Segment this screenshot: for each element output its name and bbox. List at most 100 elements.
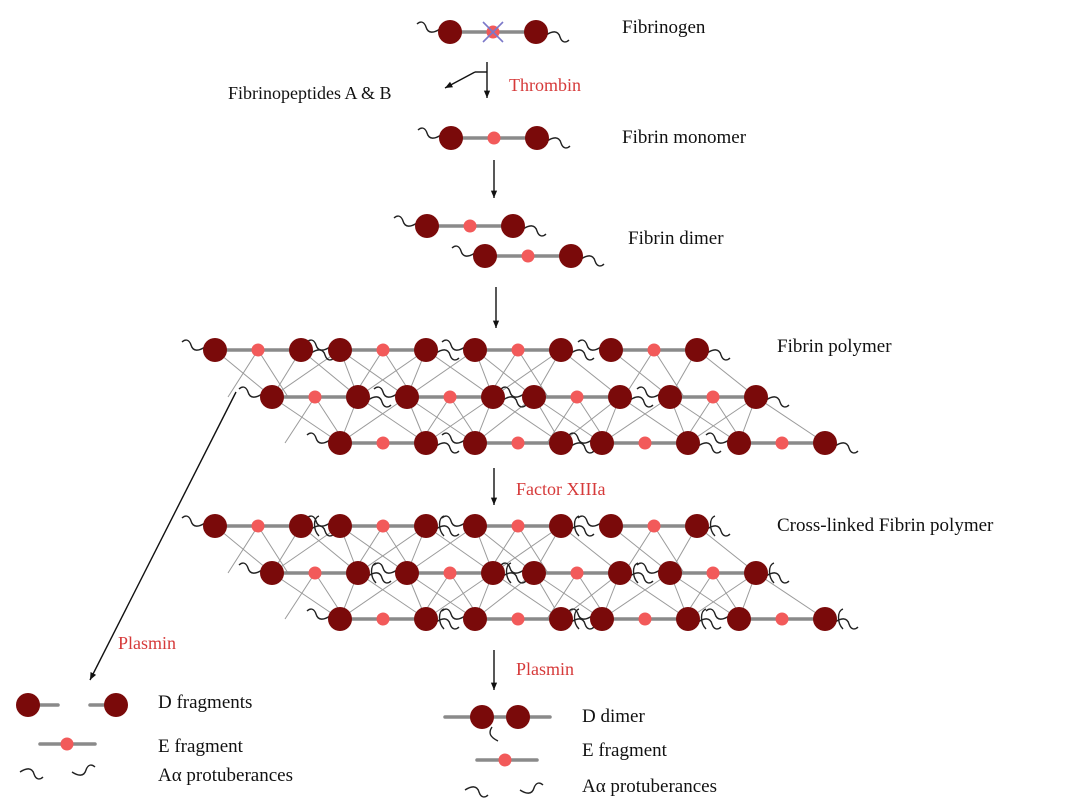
alpha-c-tail <box>181 339 206 351</box>
lattice-line <box>755 572 826 620</box>
d-domain <box>658 561 682 585</box>
cross-link-curl <box>700 608 707 630</box>
lattice-line <box>474 572 535 620</box>
alpha-c-tail <box>834 442 859 454</box>
alpha-c-tail <box>570 618 595 630</box>
alpha-c-tail <box>306 339 331 351</box>
lattice-line <box>227 525 259 574</box>
e-domain <box>60 737 74 751</box>
lattice-line <box>474 349 535 398</box>
alpha-c-tail <box>706 349 731 361</box>
lattice-line <box>425 525 494 574</box>
arrow-head <box>490 497 498 505</box>
d-domain <box>438 20 462 44</box>
d-domain <box>346 561 370 585</box>
alpha-c-tail <box>629 572 654 584</box>
d-domain <box>727 431 751 455</box>
lattice-line <box>339 525 408 574</box>
lattice-line <box>339 349 408 398</box>
e-domain <box>511 612 525 626</box>
d-dimer-link <box>489 726 499 742</box>
e-domain <box>376 612 390 626</box>
d-domain <box>599 514 623 538</box>
fibrinopeptides-label: Fibrinopeptides A & B <box>228 83 392 103</box>
alpha-c-tail <box>636 562 661 574</box>
d-domain <box>506 705 530 729</box>
alpha-c-tail <box>310 525 335 537</box>
e-domain <box>251 519 265 533</box>
d-domain <box>414 514 438 538</box>
e-domain <box>638 436 652 450</box>
d-domain <box>685 338 709 362</box>
alpha-c-tail <box>500 386 525 398</box>
alpha-c-tail <box>570 349 595 361</box>
alpha-c-tail <box>580 255 605 267</box>
alpha-c-tail <box>451 245 476 257</box>
plasmin-left-label: Plasmin <box>118 633 177 653</box>
lattice-line <box>610 349 671 398</box>
lattice-line <box>425 349 494 398</box>
d-domain <box>260 561 284 585</box>
lattice-line <box>406 396 476 444</box>
d-domain <box>414 338 438 362</box>
d-domain <box>104 693 128 717</box>
arrows <box>89 62 500 690</box>
e-domain <box>308 566 322 580</box>
lattice-line <box>533 572 603 620</box>
e-domain <box>511 436 525 450</box>
lattice-line <box>560 572 621 620</box>
d-domain <box>685 514 709 538</box>
lattice-line <box>425 396 494 444</box>
e-domain <box>775 436 789 450</box>
alpha-c-tail <box>577 515 602 527</box>
lattice-line <box>271 396 341 444</box>
lattice-line <box>227 349 259 398</box>
alpha-c-tail <box>367 396 392 408</box>
cross-link-curl <box>709 515 716 537</box>
e-fragment-right-label: E fragment <box>582 740 667 761</box>
cross-link-curl <box>573 515 580 537</box>
alpha-c-tail <box>416 21 441 33</box>
e-domain <box>498 753 512 767</box>
d-domain <box>289 514 313 538</box>
lattice-line <box>271 525 341 574</box>
lattice-line <box>300 525 359 574</box>
fibrin-polymer-label: Fibrin polymer <box>777 336 892 357</box>
arrow-head <box>483 90 491 98</box>
d-domain <box>395 561 419 585</box>
d-domain <box>463 514 487 538</box>
alpha-c-tail <box>181 515 206 527</box>
d-domain <box>328 607 352 631</box>
lattice-line <box>474 396 535 444</box>
cross-link-curl <box>632 562 639 584</box>
d-domain <box>289 338 313 362</box>
lattice-line <box>271 349 341 398</box>
e-domain <box>487 131 501 145</box>
lattice-line <box>610 525 671 574</box>
d-domain <box>525 126 549 150</box>
lattice-line <box>601 572 671 620</box>
d-domain <box>524 20 548 44</box>
lattice-line <box>492 572 562 620</box>
alpha-c-tail <box>834 618 859 630</box>
lattice-line <box>492 396 562 444</box>
lattice-line <box>406 349 476 398</box>
alpha-c-tail <box>500 562 525 574</box>
alpha-c-tail <box>373 562 398 574</box>
d-domain <box>16 693 40 717</box>
e-domain <box>463 219 477 233</box>
d-fragments-label: D fragments <box>158 692 253 713</box>
lattice-line <box>492 349 562 398</box>
arrow-head <box>492 320 500 328</box>
lattice-line <box>357 572 427 620</box>
alpha-c-tail <box>697 442 722 454</box>
d-domain <box>203 514 227 538</box>
e-domain <box>638 612 652 626</box>
d-domain <box>415 214 439 238</box>
d-domain <box>549 431 573 455</box>
lattice-line <box>271 572 341 620</box>
beads <box>16 20 837 767</box>
alpha-c-tail <box>393 215 418 227</box>
d-domain <box>676 607 700 631</box>
d-domain <box>599 338 623 362</box>
